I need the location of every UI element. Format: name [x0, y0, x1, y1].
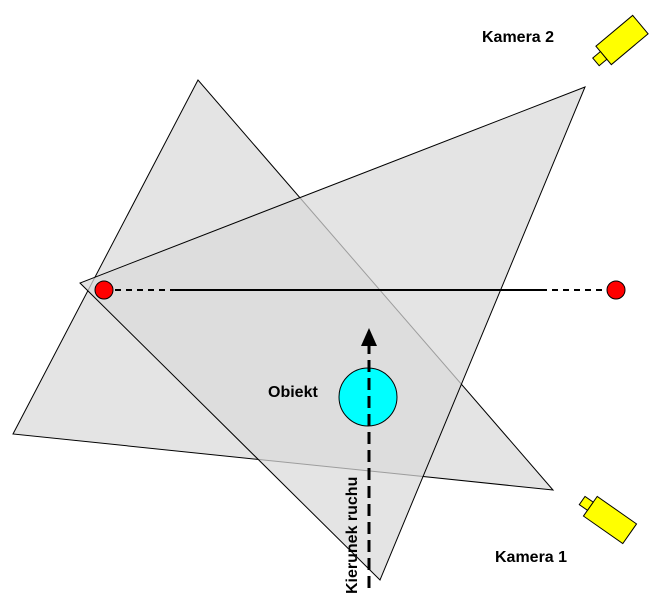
right-endpoint: [606, 280, 626, 300]
object-label: Obiekt: [268, 384, 318, 401]
direction-label: Kierunek ruchu: [344, 477, 361, 594]
camera-1-icon: [578, 495, 638, 545]
camera-2-field-of-view: [79, 86, 586, 581]
camera-1-label: Kamera 1: [495, 549, 567, 566]
camera-2-icon: [592, 14, 649, 67]
direction-arrowhead: [361, 328, 377, 346]
left-endpoint: [94, 280, 114, 300]
camera-2-label: Kamera 2: [482, 29, 554, 46]
